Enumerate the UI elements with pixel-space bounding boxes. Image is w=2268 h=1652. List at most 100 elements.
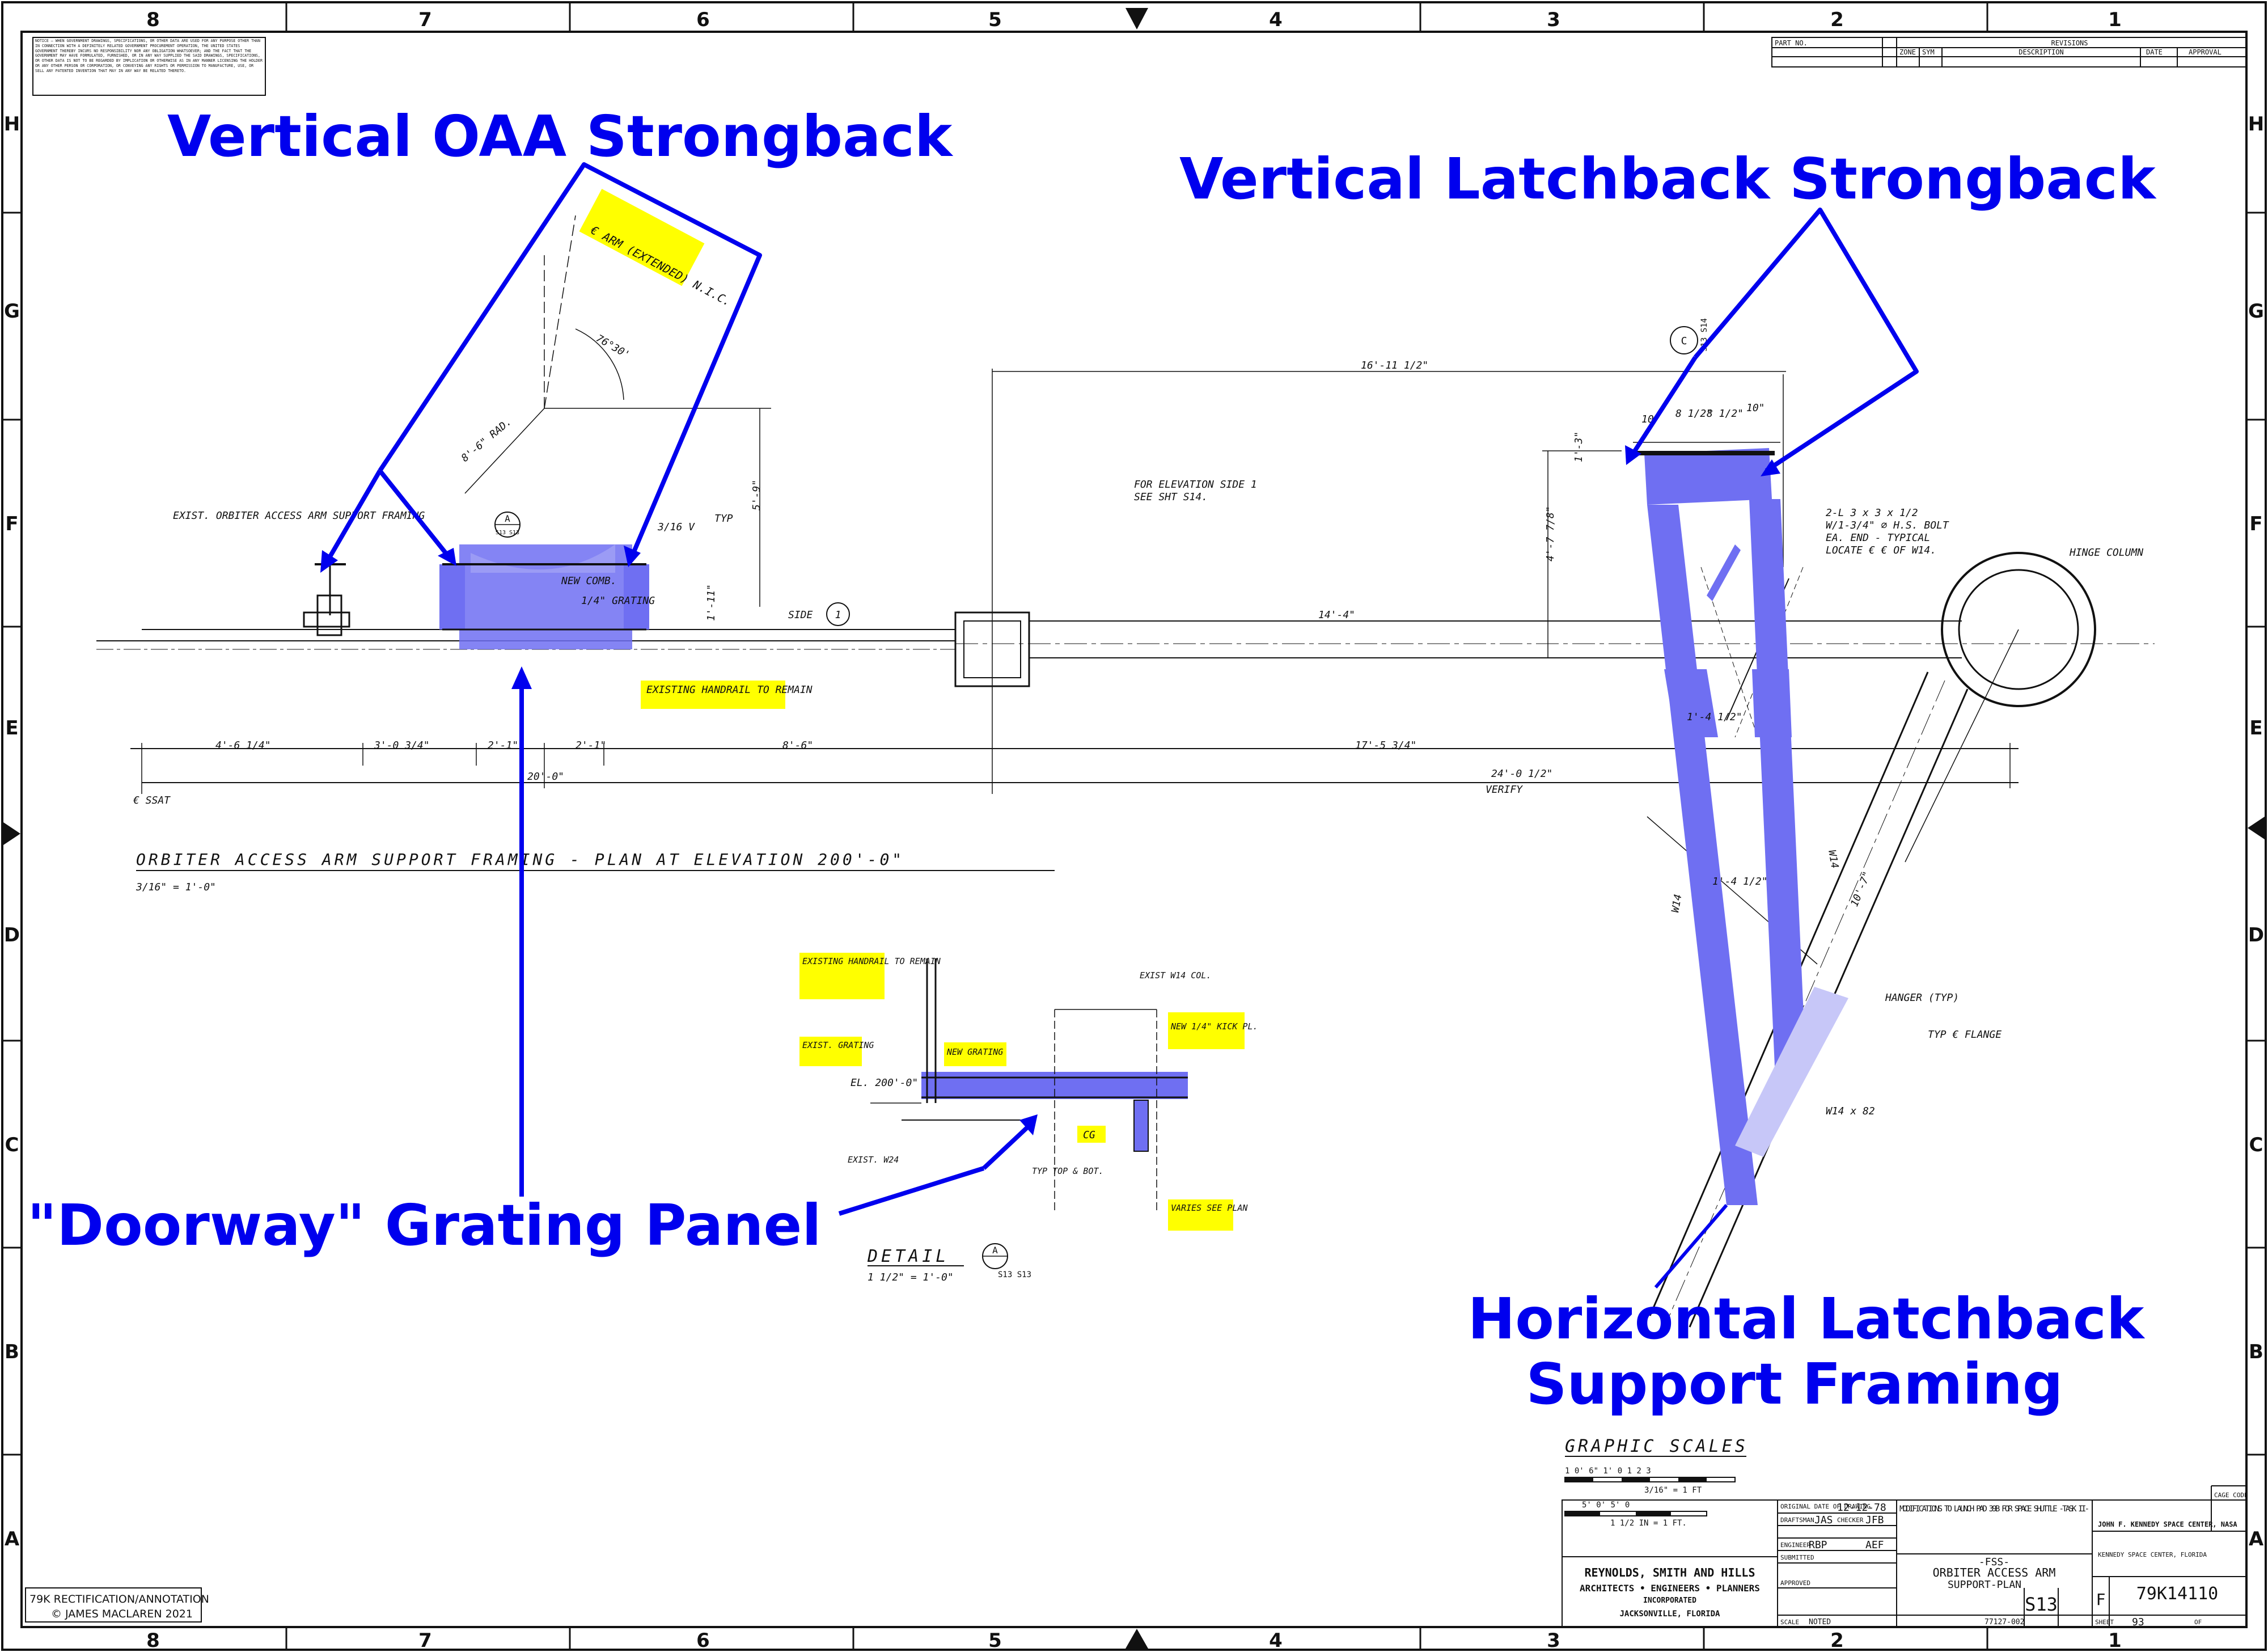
svg-text:DETAIL: DETAIL	[867, 1247, 949, 1266]
zone-bottom-8: 8	[146, 1629, 160, 1652]
part-no-label: PART NO.	[1775, 39, 1808, 47]
detail-exist-col: EXIST W14 COL.	[1140, 970, 1211, 981]
latchback-strongback-fill	[1633, 448, 1806, 1205]
tb-of: OF	[2194, 1619, 2202, 1626]
tb-scale-label: SCALE	[1780, 1619, 1799, 1626]
detail-cg: CG	[1083, 1129, 1095, 1141]
hanger-label: HANGER (TYP)	[1885, 992, 1959, 1004]
dim-4-7: 4'-7 7/8"	[1545, 506, 1556, 561]
firm-name: REYNOLDS, SMITH AND HILLS	[1584, 1566, 1755, 1579]
horizontal-framing-leader	[1654, 1204, 1728, 1288]
plan-view	[96, 215, 2155, 1328]
notice-box	[32, 37, 266, 96]
w14-left: W14	[1669, 893, 1684, 914]
zone-top-8: 8	[146, 9, 160, 31]
label-vertical-oaa-strongback: Vertical OAA Strongback	[167, 103, 954, 170]
ssat-label: € SSAT	[133, 795, 171, 806]
zone-left-e: E	[5, 717, 18, 740]
dim-1-11: 1'-11"	[705, 584, 717, 621]
svg-text:S13 S13: S13 S13	[496, 530, 519, 536]
annotation-arrows	[327, 162, 1919, 1216]
graphic-scales: GRAPHIC SCALES 1 0' 6" 1' 0 1 2 3 3/16" …	[1564, 1436, 1748, 1528]
tb-center: JOHN F. KENNEDY SPACE CENTER, NASA	[2098, 1520, 2237, 1528]
credit-line-2: © JAMES MACLAREN 2021	[51, 1608, 193, 1620]
credit-line-1: 79K RECTIFICATION/ANNOTATION	[29, 1593, 209, 1605]
dim-10-7: 10'-7"	[1848, 870, 1873, 909]
firm-line-2: ARCHITECTS • ENGINEERS • PLANNERS	[1580, 1583, 1760, 1594]
dim-1-4b: 1'-4 1/2"	[1712, 876, 1768, 888]
zone-right-f: F	[2249, 513, 2262, 535]
grating-label: 1/4" GRATING	[581, 595, 655, 607]
tb-drawing-no: 79K14110	[2136, 1584, 2219, 1604]
plan-title: ORBITER ACCESS ARM SUPPORT FRAMING - PLA…	[136, 850, 904, 869]
approval-label: APPROVAL	[2189, 48, 2222, 56]
firm-line-3: INCORPORATED	[1643, 1596, 1696, 1605]
detail-new-grating: NEW GRATING	[946, 1047, 1003, 1057]
dim-8b: 8 1/2"	[1707, 408, 1744, 420]
svg-text:A: A	[505, 513, 510, 524]
angle-label: 76°30'	[594, 332, 632, 361]
svg-text:S13 S13: S13 S13	[998, 1270, 1031, 1279]
tb-drawing-title-2: SUPPORT-PLAN	[1948, 1579, 2021, 1591]
zone-top-1: 1	[2108, 9, 2122, 31]
detail-existing-handrail: EXISTING HANDRAIL TO REMAIN	[802, 956, 941, 966]
revisions-label: REVISIONS	[2051, 39, 2088, 47]
zone-right-a: A	[2249, 1528, 2264, 1550]
svg-text:1 1/2 IN = 1 FT.: 1 1/2 IN = 1 FT.	[1610, 1519, 1687, 1528]
tb-engineer-label: ENGINEER	[1780, 1541, 1810, 1549]
typ-flange-label: TYP € FLANGE	[1928, 1029, 2002, 1041]
tb-sheet-label: SHEET	[2095, 1619, 2114, 1626]
detail-varies: VARIES SEE PLAN	[1171, 1203, 1248, 1213]
notice-text: NOTICE — WHEN GOVERNMENT DRAWINGS, SPECI…	[35, 39, 263, 73]
zone-bottom-5: 5	[988, 1629, 1002, 1652]
zone-label: ZONE	[1899, 48, 1916, 56]
zone-bottom-7: 7	[418, 1629, 432, 1652]
tb-sheet: 93	[2132, 1616, 2144, 1628]
dim-3-0: 3'-0 3/4"	[374, 740, 430, 751]
w14-right: W14	[1826, 849, 1840, 869]
zone-top-4: 4	[1269, 9, 1283, 31]
side-number: 1	[835, 609, 841, 621]
hinge-column-label: HINGE COLUMN	[2069, 547, 2143, 559]
zone-top-3: 3	[1547, 9, 1560, 31]
label-doorway-grating-panel: "Doorway" Grating Panel	[27, 1192, 822, 1258]
plan-highlights	[579, 188, 785, 709]
svg-text:A: A	[992, 1245, 998, 1256]
elevation-note-2: SEE SHT S14.	[1134, 491, 1208, 503]
center-arrow-left	[3, 822, 20, 845]
tb-original-date: 12-12-78	[1837, 1502, 1886, 1514]
tb-job: 77127-002	[1984, 1618, 2024, 1626]
plan-scale: 3/16" = 1'-0"	[136, 881, 216, 893]
zone-left-c: C	[5, 1134, 19, 1156]
side-label: SIDE	[788, 609, 813, 621]
revisions-block	[1771, 37, 2247, 67]
section-callout-a: A S13 S13	[494, 512, 521, 538]
detail-exist-grating: EXIST. GRATING	[802, 1040, 874, 1050]
zone-bottom-6: 6	[696, 1629, 710, 1652]
tb-original-date-label: ORIGINAL DATE OF DRAWING	[1780, 1503, 1871, 1510]
zone-bottom-3: 3	[1547, 1629, 1560, 1652]
center-arrow-bottom	[1125, 1629, 1148, 1649]
zone-right-d: D	[2248, 924, 2264, 947]
dim-1-3: 1'-3"	[1573, 432, 1585, 462]
detail-a	[870, 958, 1188, 1214]
w14x82-label: W14 x 82	[1826, 1105, 1875, 1117]
bolt-note-4: LOCATE € € OF W14.	[1826, 544, 1936, 556]
tb-engineer: RBP	[1809, 1539, 1827, 1551]
zone-left-g: G	[4, 300, 20, 323]
label-horizontal-latchback-2: Support Framing	[1526, 1351, 2063, 1417]
title-block	[1562, 1485, 2247, 1628]
dim-14-4: 14'-4"	[1318, 609, 1355, 621]
zone-left-d: D	[4, 924, 20, 947]
bolt-note-2: W/1-3/4" ∅ H.S. BOLT	[1826, 519, 1949, 531]
tb-checker-label: CHECKER	[1837, 1516, 1864, 1524]
svg-text:5' 0' 5' 0: 5' 0' 5' 0	[1582, 1501, 1630, 1510]
svg-text:1 0' 6" 1' 0 1 2: 1 0' 6" 1' 0 1 2 3	[1565, 1467, 1651, 1476]
svg-text:GRAPHIC SCALES: GRAPHIC SCALES	[1565, 1436, 1748, 1456]
exist-framing-note: EXIST. ORBITER ACCESS ARM SUPPORT FRAMIN…	[173, 510, 425, 522]
tb-draftsman-label: DRAFTSMAN	[1780, 1516, 1814, 1524]
tb-submitted-label: SUBMITTED	[1780, 1554, 1814, 1561]
sym-label: SYM	[1922, 48, 1935, 56]
